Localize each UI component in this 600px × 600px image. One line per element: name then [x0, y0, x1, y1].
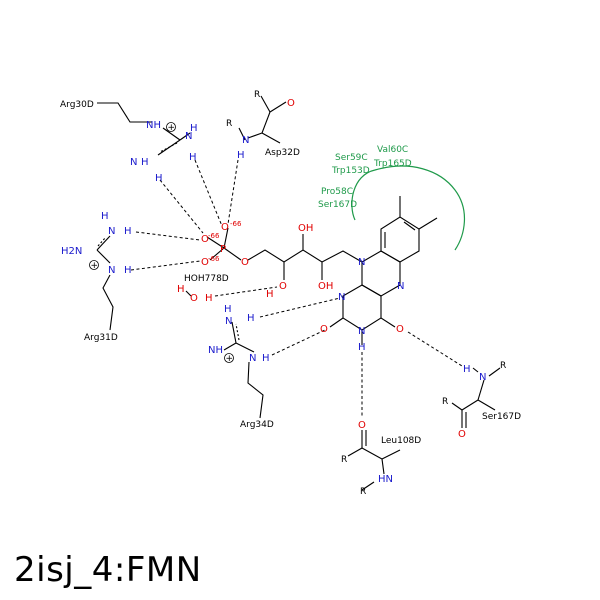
hyd-ser167d: Ser167D	[318, 200, 357, 210]
ser167-h: H	[463, 364, 471, 375]
charge-1: -66	[208, 232, 220, 240]
hyd-val60c: Val60C	[377, 145, 408, 155]
leu108-r2: R	[360, 487, 366, 497]
arg31-h2n: H2N	[61, 246, 82, 257]
leu108-r1: R	[341, 455, 347, 465]
arg34-h3: H	[262, 353, 270, 364]
ribityl-h: H	[266, 289, 274, 300]
ser167-o: O	[458, 429, 466, 440]
ribityl-o: O	[279, 281, 287, 292]
water-h1: H	[177, 284, 185, 295]
ser167-n: N	[479, 372, 486, 383]
arg31-n1: N	[108, 226, 115, 237]
water-label: HOH778D	[184, 274, 229, 284]
leu108-o: O	[358, 420, 366, 431]
hydrophobic-arc	[351, 165, 466, 251]
leu108-hn: HN	[378, 474, 393, 485]
fmn-heteroatoms: OH O H OH N N N N H O O	[266, 223, 404, 353]
ring-n3-h: H	[358, 342, 366, 353]
ring-n5: N	[397, 281, 404, 292]
leu108-label: Leu108D	[381, 436, 421, 446]
hyd-pro58c: Pro58C	[321, 187, 353, 197]
phosphate-group: O -66 O -66 O -66 O P	[201, 220, 249, 268]
arg34-n1: N	[225, 316, 232, 327]
residue-arg34: H N H NH N H + Arg34D	[208, 304, 274, 430]
asp32-o: O	[287, 98, 295, 109]
arg34-nh: NH	[208, 345, 223, 356]
arg34-h2: H	[247, 313, 255, 324]
ser167-r2: R	[442, 397, 448, 407]
arg31-h0: H	[101, 211, 109, 222]
asp32-r2: R	[226, 119, 232, 129]
charge-2: -66	[230, 220, 242, 228]
diagram-caption: 2isj_4:FMN	[14, 550, 202, 590]
arg30-nh-label: NH	[146, 120, 161, 131]
residue-leu108: O R Leu108D HN R	[341, 420, 421, 497]
phosphate-o1: O	[201, 234, 209, 245]
residue-asp32: R O R N H Asp32D	[226, 90, 300, 161]
arg31-label: Arg31D	[84, 333, 118, 343]
ser167-r1: R	[500, 361, 506, 371]
water-h2: H	[205, 293, 213, 304]
ring-n10: N	[358, 257, 365, 268]
water-o: O	[190, 293, 198, 304]
arg31-plus: +	[91, 261, 99, 271]
ser167-label: Ser167D	[482, 412, 521, 422]
fmn-ligand	[206, 196, 438, 345]
arg30-h2-label: H	[189, 152, 197, 163]
phosphate-o3: O	[201, 257, 209, 268]
residue-arg31: N H H H2N N H + Arg31D	[61, 211, 132, 343]
phosphate-o4: O	[241, 257, 249, 268]
hydrophobic-labels: Val60C Trp165D Ser59C Trp153D Pro58C Ser…	[318, 145, 412, 210]
ribityl-oh-top: OH	[298, 223, 313, 234]
arg30-label: Arg30D	[60, 100, 94, 110]
residue-arg30: Arg30D NH N H H N H H +	[60, 100, 198, 184]
arg30-n2-label: N	[130, 157, 137, 168]
asp32-h: H	[237, 150, 245, 161]
arg34-n2: N	[249, 353, 256, 364]
phosphate-o2: O	[221, 222, 229, 233]
arg30-n-label: N	[185, 131, 192, 142]
ring-n1: N	[338, 292, 345, 303]
asp32-label: Asp32D	[265, 148, 300, 158]
arg34-h1: H	[224, 304, 232, 315]
arg30-plus: +	[168, 123, 176, 133]
arg31-n2: N	[108, 265, 115, 276]
ring-o2: O	[320, 324, 328, 335]
arg34-plus: +	[226, 354, 234, 364]
charge-3: -66	[208, 255, 220, 263]
hyd-trp153d: Trp153D	[331, 166, 370, 176]
arg30-h3-label: H	[141, 157, 149, 168]
hydrogen-bonds	[130, 159, 463, 418]
arg34-label: Arg34D	[240, 420, 274, 430]
arg31-h1: H	[124, 226, 132, 237]
residue-ser167: H N R R O Ser167D	[442, 361, 521, 440]
asp32-r1: R	[254, 90, 260, 100]
arg30-h-label: H	[190, 123, 198, 134]
ring-o4: O	[396, 324, 404, 335]
asp32-n: N	[242, 135, 249, 146]
hyd-ser59c: Ser59C	[335, 153, 368, 163]
phosphorus: P	[220, 244, 226, 255]
hyd-trp165d: Trp165D	[373, 159, 412, 169]
ring-n3: N	[358, 326, 365, 337]
ribityl-oh-bottom: OH	[318, 281, 333, 292]
arg30-h4-label: H	[155, 173, 163, 184]
arg31-h2: H	[124, 265, 132, 276]
water-molecule: HOH778D H O H	[177, 274, 229, 304]
